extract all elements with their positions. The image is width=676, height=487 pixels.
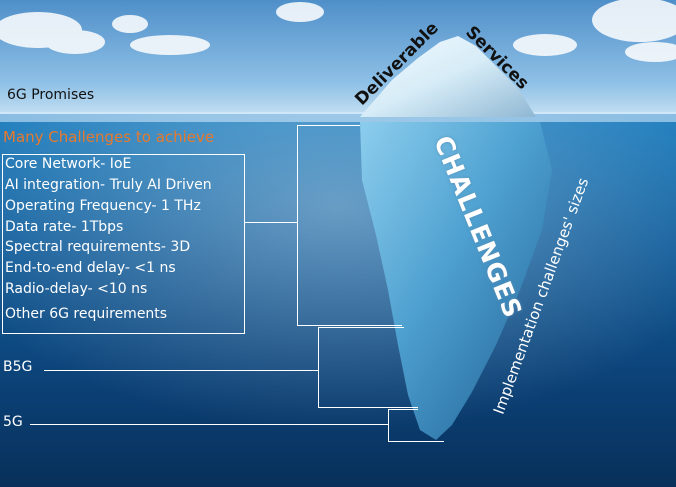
requirement-item: Core Network- IoE <box>5 156 132 172</box>
bracket-line <box>297 125 298 325</box>
requirement-item: End-to-end delay- <1 ns <box>5 260 176 276</box>
5g-line <box>30 424 388 425</box>
bracket-line <box>318 327 404 328</box>
requirement-item: Radio-delay- <10 ns <box>5 281 148 297</box>
requirement-item: Spectral requirements- 3D <box>5 239 191 255</box>
bracket-line <box>318 407 418 408</box>
bracket-line <box>297 125 360 126</box>
sky <box>0 0 676 118</box>
bracket-line <box>318 327 319 407</box>
bracket-line <box>244 222 297 223</box>
clouds <box>0 0 676 62</box>
bracket-line <box>388 409 418 410</box>
bracket-line <box>388 409 389 442</box>
water-surface <box>0 112 676 122</box>
requirement-item: AI integration- Truly AI Driven <box>5 177 212 193</box>
bracket-line <box>297 325 402 326</box>
requirement-item: Other 6G requirements <box>5 306 168 322</box>
requirement-item: Operating Frequency- 1 THz <box>5 198 201 214</box>
promises-label: 6G Promises <box>7 87 95 103</box>
requirement-item: Data rate- 1Tbps <box>5 219 124 235</box>
iceberg-submerged <box>360 122 552 440</box>
b5g-label: B5G <box>3 359 33 375</box>
many-challenges-label: Many Challenges to achieve <box>3 128 215 146</box>
b5g-line <box>44 370 318 371</box>
bracket-line <box>388 441 444 442</box>
5g-label: 5G <box>3 414 23 430</box>
requirements-box <box>2 154 245 334</box>
iceberg-tip <box>360 36 536 117</box>
